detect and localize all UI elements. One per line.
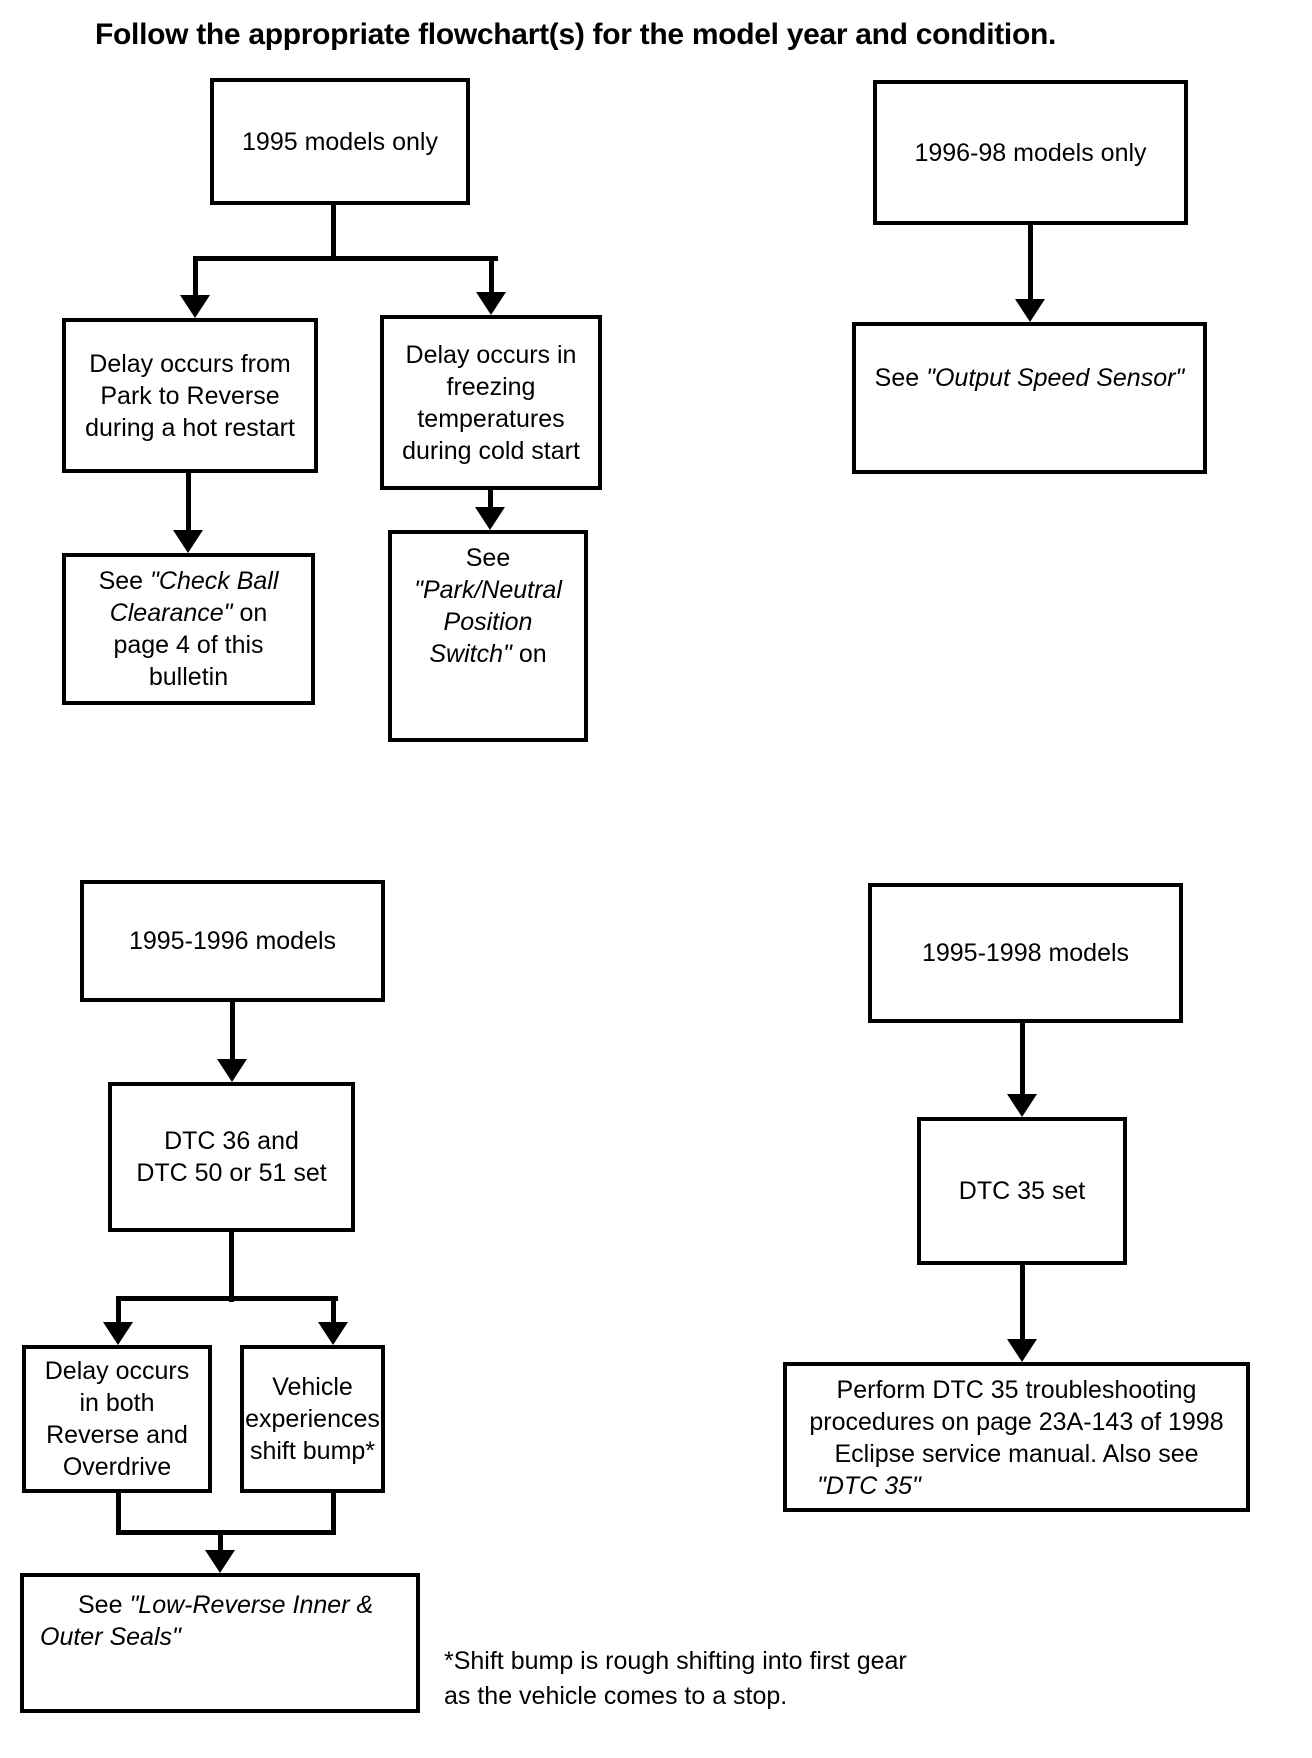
connector-line xyxy=(116,1530,336,1535)
arrowhead xyxy=(173,530,203,553)
node-see-park-neutral-switch: See "Park/Neutral Position Switch" on xyxy=(388,530,588,742)
node-see-check-ball-clearance: See "Check Ball Clearance" on page 4 of … xyxy=(62,553,315,705)
node-label: Delay occurs in both Reverse and Overdri… xyxy=(44,1357,190,1481)
node-delay-reverse-overdrive: Delay occurs in both Reverse and Overdri… xyxy=(22,1345,212,1493)
node-label: 1995-1998 models xyxy=(921,939,1130,967)
node-perform-dtc-35-troubleshooting: Perform DTC 35 troubleshooting procedure… xyxy=(783,1362,1250,1512)
node-see-low-reverse-seals: See "Low-Reverse Inner & Outer Seals" xyxy=(20,1573,420,1713)
arrowhead xyxy=(205,1550,235,1573)
arrowhead xyxy=(180,295,210,318)
node-label: 1995-1996 models xyxy=(128,927,337,955)
node-delay-hot-restart: Delay occurs from Park to Reverse during… xyxy=(62,318,318,473)
node-label: Perform DTC 35 troubleshooting procedure… xyxy=(809,1376,1224,1500)
connector-line xyxy=(331,1298,336,1325)
node-see-output-speed-sensor: See "Output Speed Sensor" xyxy=(852,322,1207,474)
connector-line xyxy=(116,1493,121,1535)
arrowhead xyxy=(1007,1094,1037,1117)
connector-line xyxy=(193,256,498,261)
arrowhead xyxy=(103,1322,133,1345)
connector-line xyxy=(489,258,494,296)
node-delay-cold-start: Delay occurs in freezing temperatures du… xyxy=(380,315,602,490)
node-label: DTC 36 and DTC 50 or 51 set xyxy=(136,1127,327,1187)
connector-line xyxy=(116,1296,338,1301)
connector-line xyxy=(331,205,336,260)
connector-line xyxy=(331,1493,336,1535)
node-label: See "Park/Neutral Position Switch" on xyxy=(414,544,562,668)
node-1995-1996-models: 1995-1996 models xyxy=(80,880,385,1002)
node-label: See "Check Ball Clearance" on page 4 of … xyxy=(98,567,279,691)
page-title: Follow the appropriate flowchart(s) for … xyxy=(95,18,1057,51)
node-1995-1998-models: 1995-1998 models xyxy=(868,883,1183,1023)
node-1995-models-only: 1995 models only xyxy=(210,78,470,205)
connector-line xyxy=(1028,225,1033,302)
connector-line xyxy=(1020,1023,1025,1097)
node-label: See "Low-Reverse Inner & Outer Seals" xyxy=(40,1591,374,1651)
arrowhead xyxy=(1007,1339,1037,1362)
arrowhead xyxy=(318,1322,348,1345)
connector-line xyxy=(116,1298,121,1325)
connector-line xyxy=(488,490,493,510)
arrowhead xyxy=(217,1059,247,1082)
node-label: DTC 35 set xyxy=(958,1177,1086,1205)
node-label: Delay occurs in freezing temperatures du… xyxy=(402,340,580,465)
node-label: See "Output Speed Sensor" xyxy=(874,364,1185,392)
arrowhead xyxy=(476,292,506,315)
connector-line xyxy=(230,1002,235,1062)
arrowhead xyxy=(1015,299,1045,322)
arrowhead xyxy=(475,507,505,530)
node-label: Vehicle experiences shift bump* xyxy=(245,1373,380,1465)
connector-line xyxy=(1020,1265,1025,1343)
node-dtc-36-50-51-set: DTC 36 and DTC 50 or 51 set xyxy=(108,1082,355,1232)
node-label: 1996-98 models only xyxy=(914,138,1147,167)
node-label: 1995 models only xyxy=(242,127,438,156)
shift-bump-footnote: *Shift bump is rough shifting into first… xyxy=(444,1647,907,1710)
connector-line xyxy=(186,473,191,533)
node-label: Delay occurs from Park to Reverse during… xyxy=(85,349,295,442)
connector-line xyxy=(218,1532,223,1554)
node-1996-98-models-only: 1996-98 models only xyxy=(873,80,1188,225)
connector-line xyxy=(229,1232,234,1302)
connector-line xyxy=(193,258,198,298)
node-vehicle-shift-bump: Vehicle experiences shift bump* xyxy=(240,1345,385,1493)
node-dtc-35-set: DTC 35 set xyxy=(917,1117,1127,1265)
